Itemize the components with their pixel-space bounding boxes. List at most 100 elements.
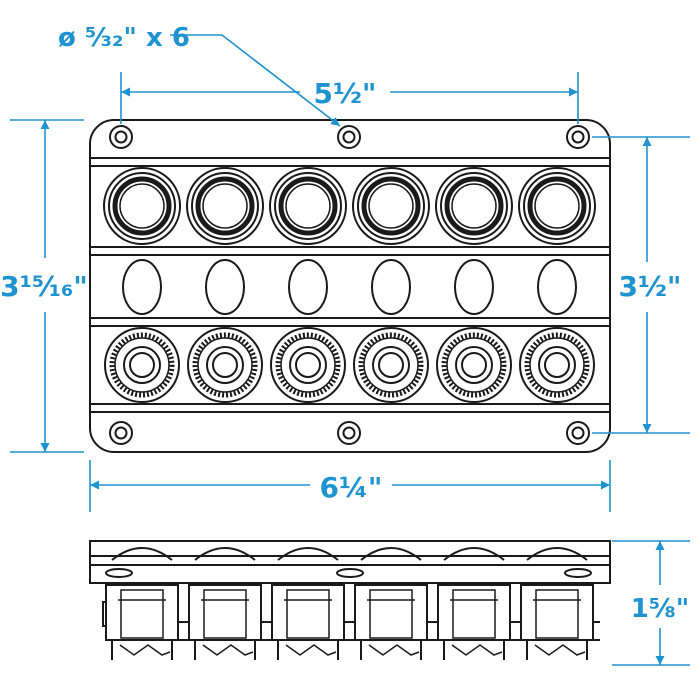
label-window	[205, 259, 245, 315]
side-switch-bezel	[277, 547, 339, 561]
panel-width-label: 6¼"	[319, 471, 382, 504]
side-switch-housing	[354, 584, 428, 641]
breaker-button	[212, 352, 238, 378]
label-window	[288, 259, 328, 315]
switch-rocker-rim	[278, 176, 338, 236]
switch-ring	[357, 172, 425, 240]
circuit-breaker	[270, 327, 346, 403]
front-view	[89, 119, 611, 453]
side-switch-core	[120, 589, 164, 639]
breaker-knurl-inner	[280, 337, 336, 393]
breaker-button	[461, 352, 487, 378]
rocker-switch	[518, 167, 596, 245]
side-mounting-hole	[336, 568, 364, 578]
switch-ring	[523, 172, 591, 240]
breaker-knurl-inner	[197, 337, 253, 393]
switch-rocker-face	[119, 183, 165, 229]
dimension-labels: ø ⁵⁄₃₂" x 6 5½" 3¹⁵⁄₁₆" 3½" 6¼" 1⅝"	[0, 23, 689, 624]
switch-rocker-face	[202, 183, 248, 229]
switch-ring	[108, 172, 176, 240]
hole-callout-label: ø ⁵⁄₃₂" x 6	[58, 23, 190, 53]
circuit-breaker	[519, 327, 595, 403]
hole-callout-leader	[170, 34, 341, 127]
switch-rocker-face	[534, 183, 580, 229]
breaker-knurl-inner	[363, 337, 419, 393]
label-window	[537, 259, 577, 315]
side-switch-body	[437, 547, 511, 660]
switch-ring	[191, 172, 259, 240]
side-switch-body	[354, 547, 428, 660]
switch-rocker-rim	[527, 176, 587, 236]
switch-rocker-face	[285, 183, 331, 229]
switch-ring	[274, 172, 342, 240]
circuit-breaker	[436, 327, 512, 403]
side-switch-core	[369, 589, 413, 639]
side-switch-core	[203, 589, 247, 639]
side-switch-core	[286, 589, 330, 639]
hole-vertical-spacing-label: 3½"	[618, 270, 681, 303]
breaker-button	[544, 352, 570, 378]
mounting-hole	[566, 421, 590, 445]
switch-rocker-rim	[112, 176, 172, 236]
side-switch-terminal	[534, 644, 586, 656]
mounting-hole	[566, 125, 590, 149]
side-switch-terminal	[368, 644, 420, 656]
side-switch-housing	[437, 584, 511, 641]
breaker-knurl-inner	[529, 337, 585, 393]
switch-rocker-rim	[361, 176, 421, 236]
side-switch-bezel	[526, 547, 588, 561]
rocker-switch	[103, 167, 181, 245]
circuit-breakers	[104, 327, 595, 403]
mounting-hole-inner	[114, 426, 128, 440]
side-switch-terminal	[285, 644, 337, 656]
label-window	[371, 259, 411, 315]
switch-rocker-rim	[195, 176, 255, 236]
mounting-hole-inner	[571, 426, 585, 440]
mounting-holes	[109, 125, 590, 445]
panel-height-label: 3¹⁵⁄₁₆"	[0, 270, 88, 303]
switch-rocker-face	[451, 183, 497, 229]
side-view-holes	[105, 568, 592, 578]
mounting-hole	[337, 421, 361, 445]
side-switch-body	[520, 547, 594, 660]
rocker-switches	[103, 167, 596, 245]
label-window	[454, 259, 494, 315]
dimension-lines	[10, 34, 690, 666]
mounting-hole	[109, 421, 133, 445]
side-switch-bezel	[360, 547, 422, 561]
mounting-hole-inner	[114, 130, 128, 144]
label-windows	[122, 259, 577, 315]
breaker-knurl-inner	[114, 337, 170, 393]
mounting-hole-inner	[571, 130, 585, 144]
panel-outline	[89, 119, 611, 453]
side-switch-core	[535, 589, 579, 639]
side-switch-core	[452, 589, 496, 639]
switch-rocker-rim	[444, 176, 504, 236]
circuit-breaker	[353, 327, 429, 403]
mounting-hole	[337, 125, 361, 149]
side-switch-bezel	[111, 547, 173, 561]
hole-spacing-label: 5½"	[313, 77, 376, 110]
side-mounting-hole	[564, 568, 592, 578]
breaker-button	[295, 352, 321, 378]
side-panel-plate	[89, 540, 611, 584]
rocker-switch	[269, 167, 347, 245]
switch-rocker-face	[368, 183, 414, 229]
side-switch-bodies	[105, 547, 594, 660]
side-switch-terminal	[202, 644, 254, 656]
mounting-hole-inner	[342, 426, 356, 440]
side-switch-housing	[105, 584, 179, 641]
rocker-switch	[186, 167, 264, 245]
mounting-hole-inner	[342, 130, 356, 144]
side-switch-bezel	[194, 547, 256, 561]
mounting-hole	[109, 125, 133, 149]
label-window	[122, 259, 162, 315]
breaker-button	[378, 352, 404, 378]
rocker-switch	[352, 167, 430, 245]
breaker-knurl-inner	[446, 337, 502, 393]
circuit-breaker	[187, 327, 263, 403]
side-switch-terminal	[119, 644, 171, 656]
breaker-button	[129, 352, 155, 378]
side-switch-body	[271, 547, 345, 660]
